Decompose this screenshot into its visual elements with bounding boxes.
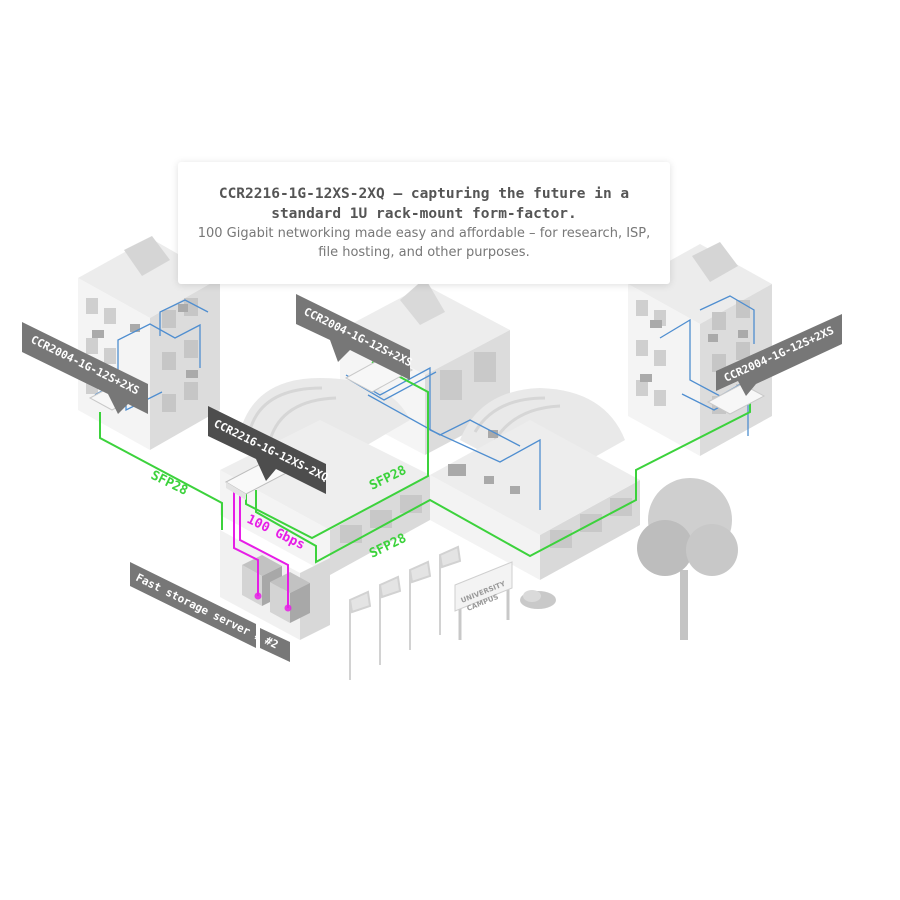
university-campus-sign: UNIVERSITY CAMPUS xyxy=(454,561,513,640)
sfp28-link-bottom xyxy=(255,398,751,564)
tree xyxy=(637,478,738,640)
sfp28-link-center xyxy=(245,361,429,540)
storage-room xyxy=(220,530,330,640)
router-right xyxy=(706,383,766,415)
sfp28-link-left xyxy=(99,412,223,530)
link-label-left: SFP28 xyxy=(148,468,190,499)
caption-card: CCR2216-1G-12XS-2XQ – capturing the futu… xyxy=(178,162,670,284)
caption-description: 100 Gigabit networking made easy and aff… xyxy=(197,226,651,260)
rock xyxy=(520,590,556,609)
label-storage-server-2-text: #2 xyxy=(263,634,281,652)
flags xyxy=(348,545,462,680)
100g-glows xyxy=(254,592,292,612)
caption-headline: CCR2216-1G-12XS-2XQ – capturing the futu… xyxy=(218,186,630,222)
storage-server-2 xyxy=(270,572,310,623)
sfp28-links xyxy=(99,361,751,564)
label-storage-server-2: #2 xyxy=(260,628,290,662)
100g-links xyxy=(233,488,289,608)
